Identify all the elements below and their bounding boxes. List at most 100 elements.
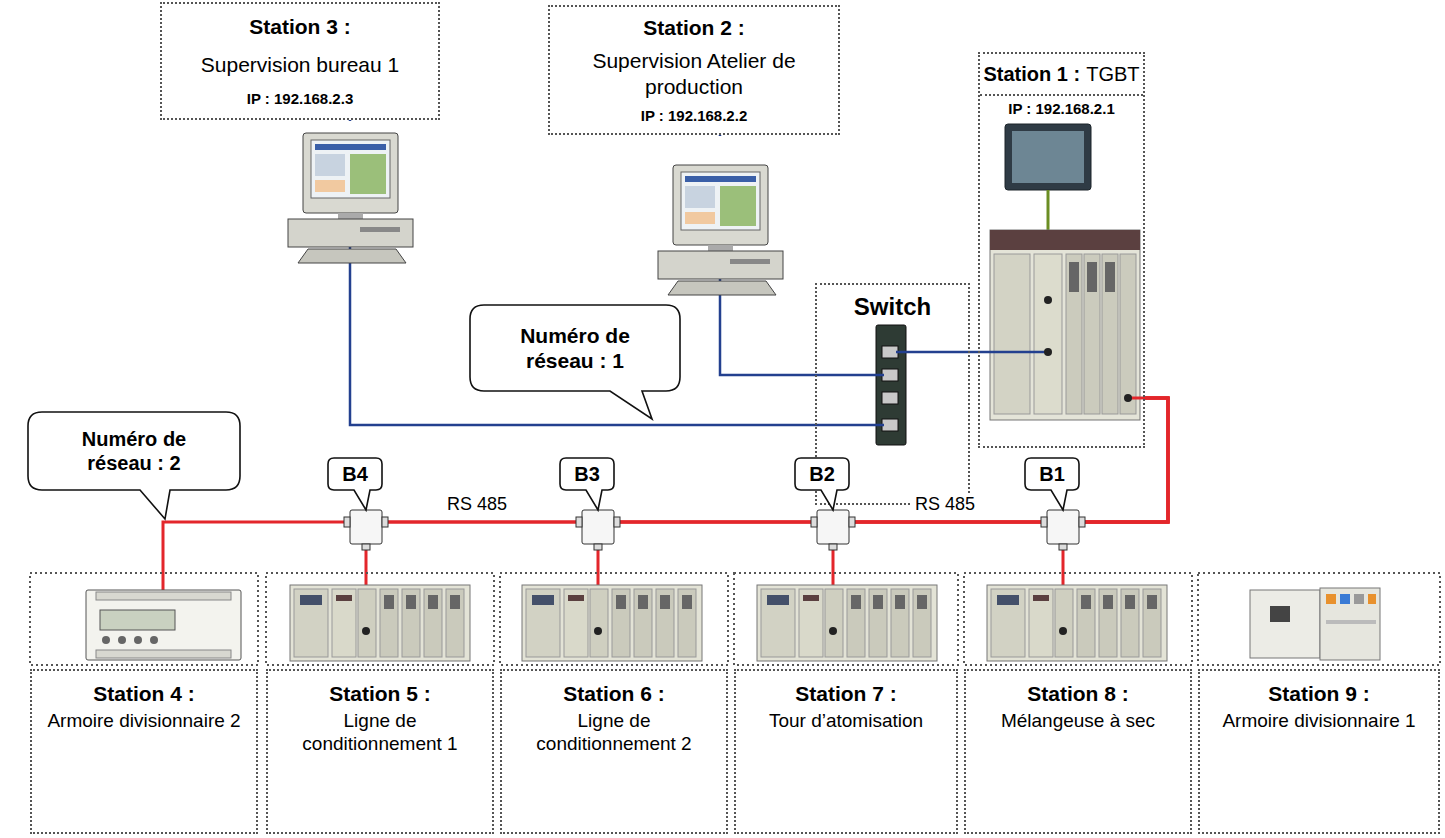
plc-rack (290, 585, 470, 661)
ethernet-cable (970, 351, 978, 354)
callout-tag: B1 (1025, 458, 1079, 490)
plc-rack (757, 585, 937, 661)
device-frame (1198, 573, 1440, 665)
terminal (1368, 594, 1376, 604)
callout-text: Numéro de réseau : 1 (510, 323, 640, 373)
cable-gland (1079, 517, 1085, 527)
callout-bubble: Numéro de réseau : 1 (470, 305, 680, 391)
station-title: Station 4 : (93, 681, 195, 706)
switch-port (882, 346, 898, 358)
cpu-module (1034, 254, 1062, 414)
cable-gland (594, 544, 602, 550)
station-box: Station 5 :Ligne de conditionnement 1 (266, 669, 494, 834)
io-connector (1105, 262, 1115, 292)
ethernet-wire (978, 351, 1048, 354)
station-box: Station 7 : Tour d’atomisation (734, 669, 958, 834)
terminal (1326, 594, 1336, 604)
wire-mask (716, 136, 724, 166)
bubble-shape (795, 458, 849, 510)
station-box: Station 3 :Supervision bureau 1IP : 192.… (160, 2, 440, 120)
station-box: Station 1 :TGBTIP : 192.168.2.1 (978, 52, 1145, 448)
station-box: Station 4 : Armoire divisionnaire 2 (30, 669, 258, 834)
station-title: Station 5 : (329, 681, 431, 706)
rs485-bus (366, 398, 1168, 669)
station-title: Station 7 : (795, 681, 897, 706)
bubble-shape (560, 458, 614, 510)
junction-box (1047, 510, 1079, 544)
device-frame (734, 573, 958, 665)
cable-gland (382, 517, 388, 527)
power-meter (86, 590, 241, 660)
junction-box (817, 510, 849, 544)
station-box: Station 6 : Ligne de conditionnement 2 (500, 669, 728, 834)
cable-gland (1041, 517, 1047, 527)
station-desc: Tour d’atomisation (769, 710, 923, 733)
station-desc: Supervision bureau 1 (201, 52, 399, 77)
station-title: Station 6 : (563, 681, 665, 706)
port (1044, 348, 1052, 356)
device-frame (30, 573, 258, 665)
io-module (1066, 254, 1082, 414)
bubble-shape (28, 412, 240, 519)
station-box: Station 9 :Armoire divisionnaire 1 (1198, 669, 1440, 834)
cable-gland (614, 517, 620, 527)
callout-number: B1 (1039, 462, 1065, 486)
comm-module (1120, 254, 1136, 414)
cable-gland (1059, 544, 1067, 550)
terminal-strip (96, 592, 231, 600)
terminal-strip (96, 650, 231, 658)
station-title: Station 3 : (249, 14, 351, 39)
ethernet-wire (896, 351, 970, 354)
station-desc: Armoire divisionnaire 2 (47, 710, 240, 733)
plc-rack (990, 230, 1140, 420)
bubble-shape (328, 458, 382, 510)
terminal-rail (1326, 620, 1376, 624)
station-desc: Mélangeuse à sec (1001, 710, 1155, 733)
io-connector (1069, 262, 1079, 292)
junction-box (350, 510, 382, 544)
ethernet-wire (815, 424, 884, 427)
callout-text: Numéro de réseau : 2 (69, 427, 199, 475)
io-terminal-block (1320, 588, 1380, 660)
station-desc: Ligne de conditionnement 2 (508, 710, 720, 756)
junction-box (582, 510, 614, 544)
callout-tag: B2 (795, 458, 849, 490)
cable-gland (811, 517, 817, 527)
io-module (1084, 254, 1100, 414)
ethernet-cable (350, 120, 815, 425)
cable-gland (576, 517, 582, 527)
hmi-screen (1012, 131, 1084, 183)
bubble-outline (470, 305, 680, 391)
switch-port (882, 369, 898, 381)
station-desc: Armoire divisionnaire 1 (1222, 710, 1415, 733)
port (1044, 296, 1052, 304)
callout-number: B3 (574, 462, 600, 486)
power-module (994, 254, 1030, 414)
computer-icon (288, 133, 413, 263)
station-box: Station 2 :Supervision Atelier de produc… (548, 5, 840, 135)
meter-button (150, 636, 158, 644)
bubble-shape (1025, 458, 1079, 510)
callout-number: B4 (342, 462, 368, 486)
station-title: Station 8 : (1027, 681, 1129, 706)
callout-tag: B3 (560, 458, 614, 490)
device-frame (964, 573, 1192, 665)
io-connector (1087, 262, 1097, 292)
station-desc: TGBT (1086, 62, 1139, 86)
meter-button (102, 636, 110, 644)
cable-gland (362, 544, 370, 550)
rs485-bus (163, 398, 1168, 669)
cable-gland (829, 544, 837, 550)
switch-port (882, 419, 898, 431)
network-jack (1270, 606, 1290, 622)
io-coupler (1250, 590, 1320, 658)
header-band: Station 1 :TGBT (980, 54, 1143, 96)
station-title: Station 1 : (984, 62, 1081, 86)
plc-rack (987, 585, 1167, 661)
switch-port (882, 392, 898, 404)
terminal (1354, 594, 1364, 604)
ethernet-wire (815, 374, 884, 377)
plc-rack (522, 585, 702, 661)
cable-gland (849, 517, 855, 527)
bus-label: RS 485 (912, 494, 978, 516)
